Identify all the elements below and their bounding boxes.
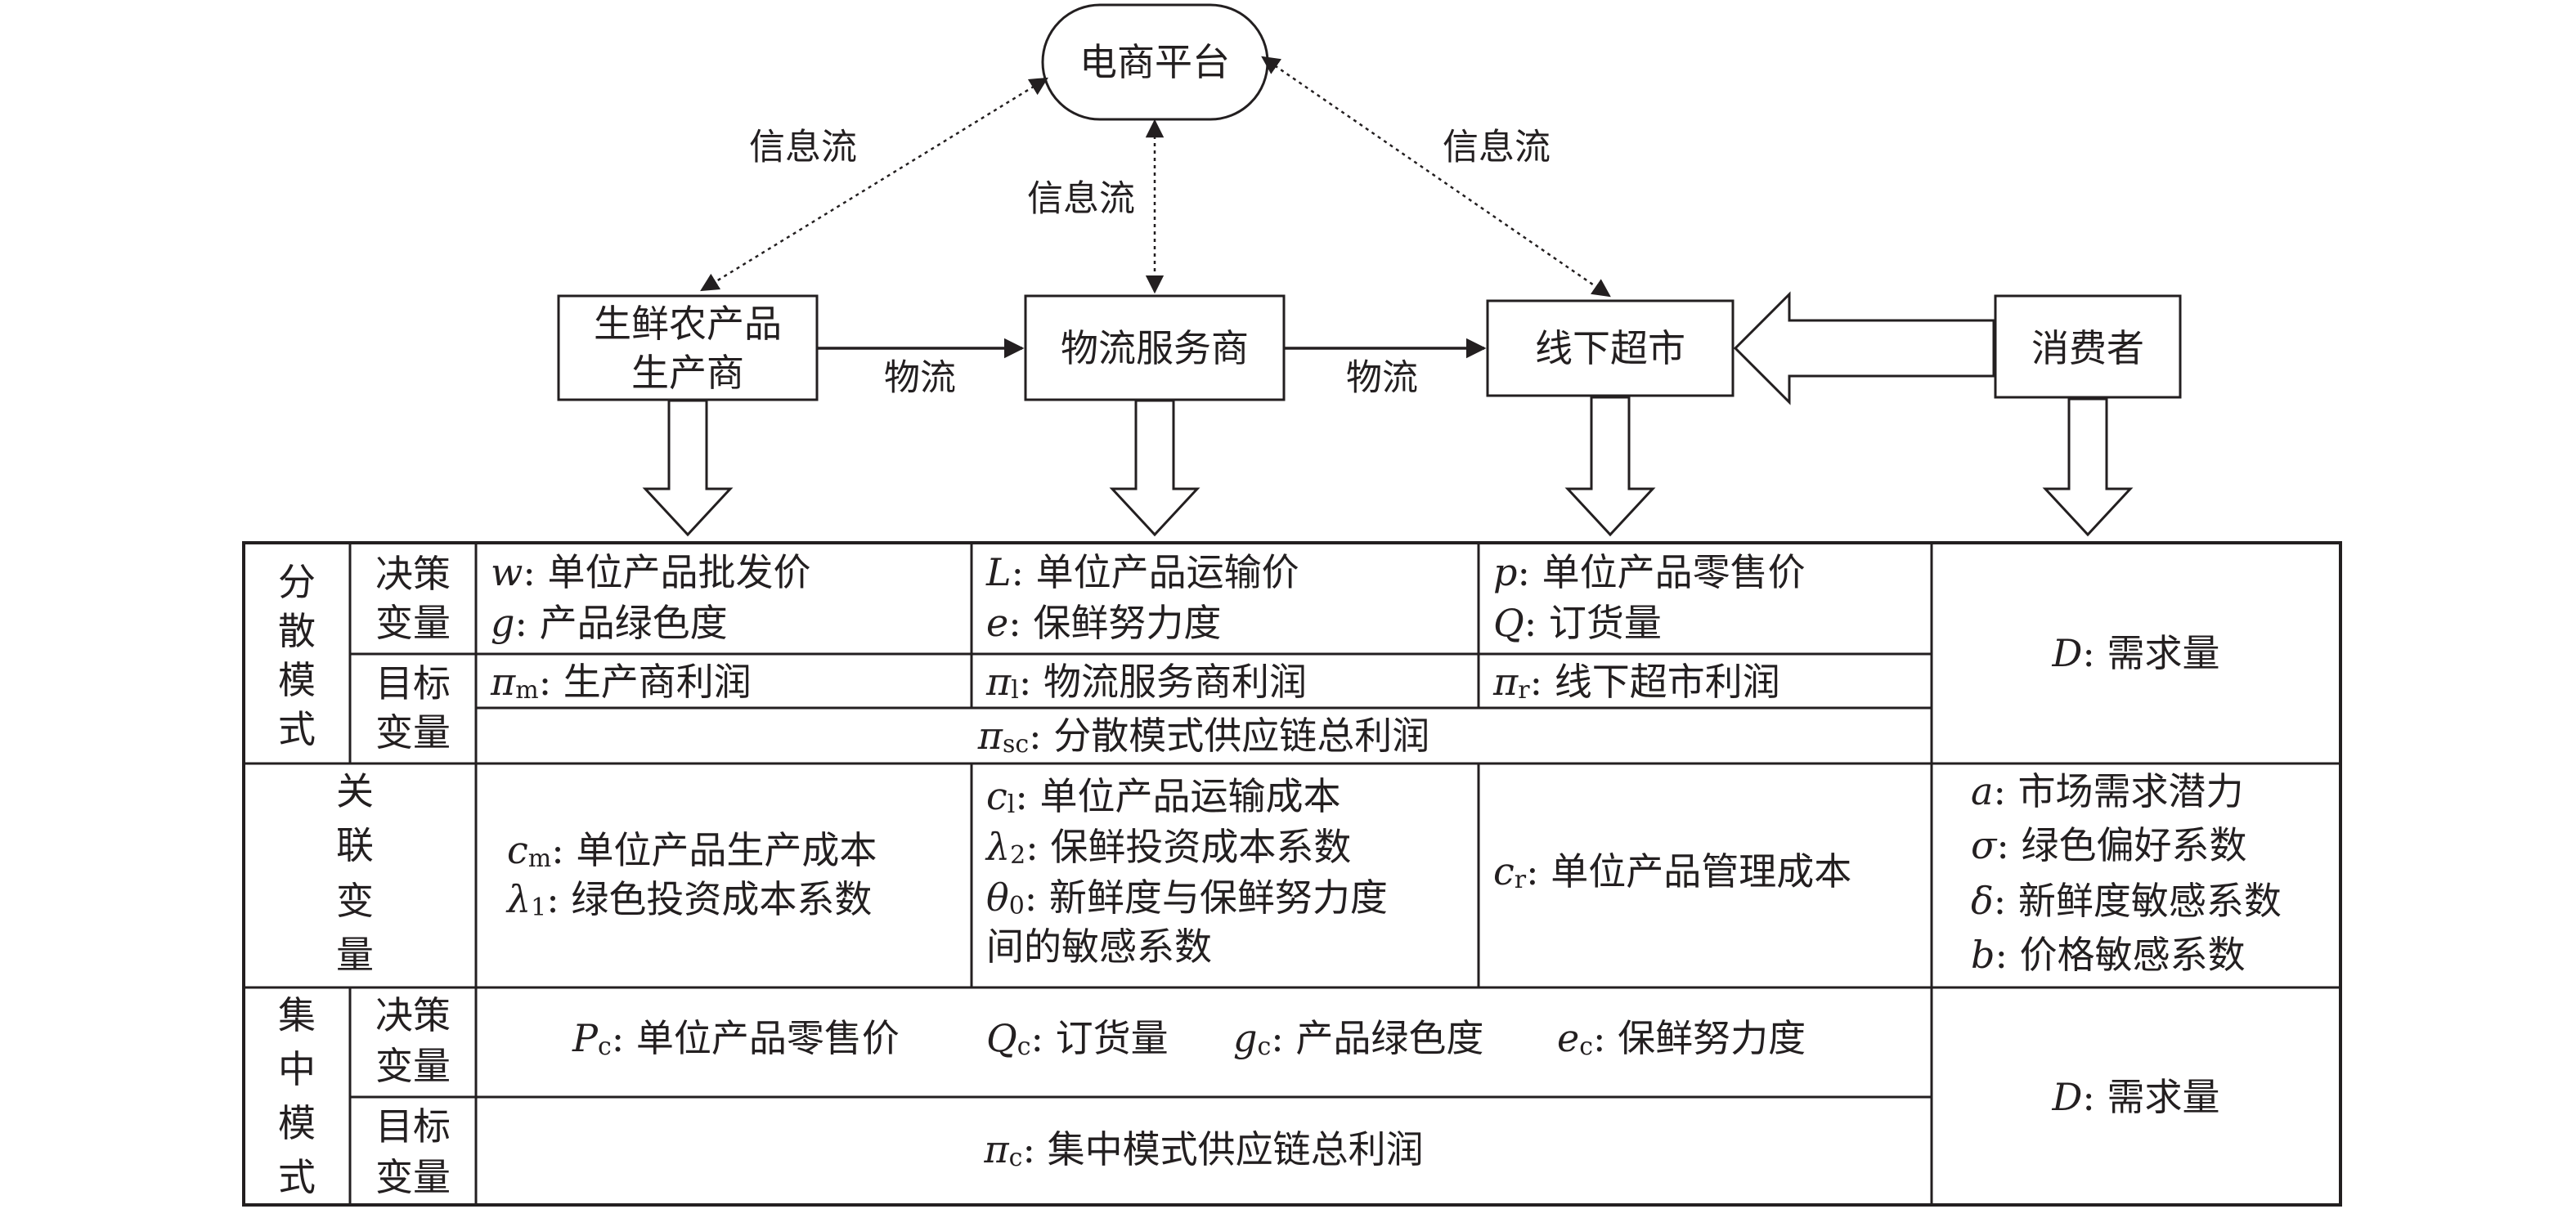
- centralized-mode-char-1: 集: [278, 993, 316, 1037]
- related-supermarket-cr: cr: 单位产品管理成本: [1493, 849, 1851, 894]
- supermarket-label: 线下超市: [1535, 326, 1685, 370]
- centralized-decision-label-1: 决策: [375, 993, 451, 1037]
- decentralized-mode-char-4: 式: [278, 707, 316, 751]
- related-consumer-a: a: 市场需求潜力: [1971, 769, 2244, 813]
- centralized-mode-char-3: 模: [278, 1101, 316, 1145]
- centralized-mode-char-4: 式: [278, 1155, 316, 1199]
- producer-label-line2: 生产商: [631, 351, 744, 395]
- logistics-node: 物流服务商: [1024, 294, 1286, 401]
- decentralized-mode-char-3: 模: [278, 658, 316, 702]
- supermarket-node: 线下超市: [1486, 299, 1735, 397]
- related-label-char-1: 关: [336, 769, 374, 813]
- logistics-objective: πl: 物流服务商利润: [985, 660, 1307, 705]
- decentralized-mode-char-2: 散: [278, 609, 316, 653]
- supermarket-down-arrow: [1564, 396, 1656, 537]
- platform-label: 电商平台: [1079, 40, 1230, 84]
- info-flow-mid-label: 信息流: [1027, 178, 1135, 220]
- producer-down-arrow: [642, 399, 734, 537]
- related-consumer-sigma: σ: 绿色偏好系数: [1971, 823, 2247, 867]
- info-flow-mid: 信息流: [1027, 119, 1165, 294]
- info-flow-left: 信息流: [700, 77, 1048, 292]
- related-logistics-theta0-cont: 间的敏感系数: [986, 925, 1212, 969]
- centralized-objective-label-1: 目标: [375, 1104, 451, 1149]
- centralized-objective: πc: 集中模式供应链总利润: [983, 1127, 1423, 1172]
- related-label-char-2: 联: [336, 823, 374, 867]
- related-consumer-b: b: 价格敏感系数: [1971, 933, 2246, 977]
- consumer-to-supermarket-arrow: [1733, 291, 1995, 405]
- supermarket-decision-p: p: 单位产品零售价: [1493, 550, 1806, 594]
- consumer-node: 消费者: [1994, 294, 2182, 399]
- variables-table: 分 散 模 式 决策 变量 目标 变量 w: 单位产品批发价 g: 产品绿色度 …: [242, 541, 2342, 1207]
- centralized-demand: D: 需求量: [2051, 1075, 2219, 1119]
- supermarket-decision-Q: Q: 订货量: [1493, 601, 1662, 645]
- decentralized-mode-char-1: 分: [278, 560, 316, 604]
- logistics-flow-1-label: 物流: [884, 357, 956, 399]
- related-consumer-delta: δ: 新鲜度敏感系数: [1971, 879, 2282, 923]
- supermarket-objective: πr: 线下超市利润: [1492, 660, 1780, 705]
- logistics-flow-1: 物流: [818, 338, 1025, 399]
- centralized-decision-Pc: Pc: 单位产品零售价: [572, 1016, 900, 1061]
- info-flow-right-label: 信息流: [1443, 127, 1551, 168]
- logistics-decision-L: L: 单位产品运输价: [985, 550, 1299, 594]
- related-logistics-theta0: θ0: 新鲜度与保鲜努力度: [986, 875, 1388, 920]
- decentralized-objective-label-2: 变量: [375, 710, 451, 755]
- decentralized-demand: D: 需求量: [2051, 631, 2219, 675]
- consumer-down-arrow: [2042, 397, 2134, 537]
- producer-objective: πm: 生产商利润: [490, 660, 752, 705]
- decentralized-chain-objective: πsc: 分散模式供应链总利润: [977, 714, 1430, 759]
- decentralized-objective-label-1: 目标: [375, 661, 451, 705]
- decentralized-decision-label-1: 决策: [375, 552, 451, 596]
- producer-node: 生鲜农产品 生产商: [557, 294, 819, 401]
- logistics-flow-2-label: 物流: [1346, 357, 1418, 399]
- producer-decision-g: g: 产品绿色度: [491, 601, 728, 645]
- related-label-char-4: 量: [336, 933, 374, 977]
- related-logistics-cl: cl: 单位产品运输成本: [986, 774, 1341, 819]
- centralized-decision-label-2: 变量: [375, 1044, 451, 1088]
- centralized-objective-label-2: 变量: [375, 1155, 451, 1199]
- info-flow-left-label: 信息流: [749, 127, 857, 168]
- consumer-label: 消费者: [2031, 326, 2144, 370]
- producer-label-line1: 生鲜农产品: [594, 302, 782, 346]
- decentralized-decision-label-2: 变量: [375, 601, 451, 645]
- related-producer-cm: cm: 单位产品生产成本: [507, 828, 877, 873]
- centralized-decision-ec: ec: 保鲜努力度: [1557, 1016, 1806, 1061]
- centralized-decision-Qc: Qc: 订货量: [986, 1016, 1169, 1061]
- info-flow-right: 信息流: [1261, 56, 1611, 298]
- related-producer-lambda1: λ1: 绿色投资成本系数: [505, 877, 872, 922]
- logistics-flow-2: 物流: [1285, 338, 1487, 399]
- logistics-label: 物流服务商: [1061, 326, 1249, 370]
- centralized-decision-gc: gc: 产品绿色度: [1233, 1016, 1483, 1061]
- producer-decision-w: w: 单位产品批发价: [491, 550, 811, 594]
- platform-node: 电商平台: [1041, 3, 1269, 121]
- logistics-decision-e: e: 保鲜努力度: [986, 601, 1221, 645]
- related-logistics-lambda2: λ2: 保鲜投资成本系数: [985, 825, 1351, 870]
- logistics-down-arrow: [1109, 399, 1200, 537]
- related-label-char-3: 变: [336, 879, 374, 923]
- centralized-mode-char-2: 中: [278, 1047, 316, 1091]
